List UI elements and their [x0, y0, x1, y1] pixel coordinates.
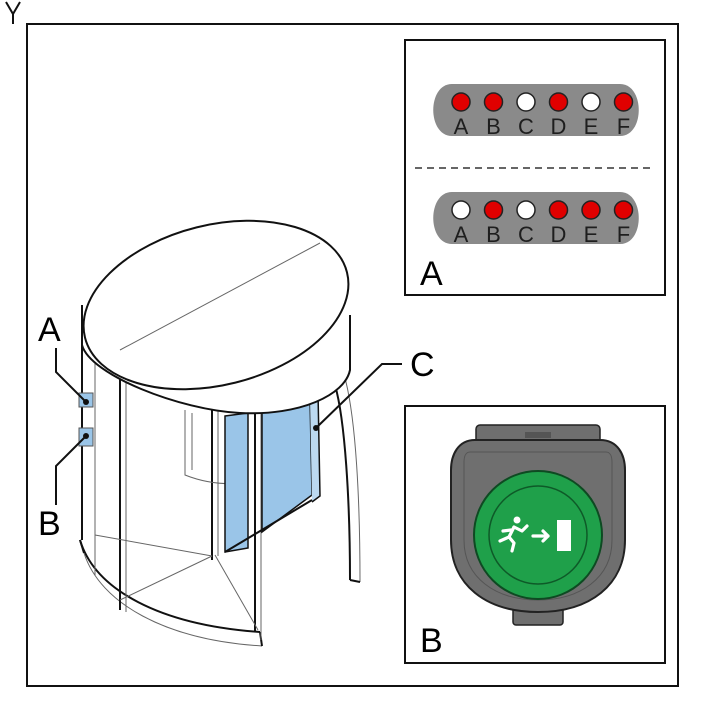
led-b-red: [483, 92, 504, 112]
glass-panel-right: [261, 396, 313, 534]
led-f-red: [613, 92, 634, 112]
panel-b-label: B: [420, 622, 443, 660]
callout-label-c: C: [410, 346, 435, 384]
led-a-white: [451, 200, 471, 220]
led-letter: B: [486, 114, 501, 139]
leader-line-b: [55, 435, 87, 505]
led-b-red: [483, 200, 504, 220]
led-letter: E: [584, 222, 599, 247]
leader-line-a: [55, 348, 87, 403]
emergency-exit-running-person-arrow-door-icon: [498, 516, 571, 553]
led-e-white: [581, 92, 601, 112]
bottom-wall-curve-2: [83, 552, 263, 647]
led-a-red: [451, 92, 471, 112]
led-c-white: [516, 92, 536, 112]
led-letter: A: [454, 222, 469, 247]
led-letter: C: [518, 114, 534, 139]
leader-line-c: [315, 363, 402, 429]
led-letter: D: [551, 114, 567, 139]
callout-label-a: A: [38, 311, 61, 349]
led-c-white: [516, 200, 536, 220]
panel-a-label: A: [420, 255, 443, 293]
led-letter: D: [551, 222, 567, 247]
bottom-wall-curve: [79, 539, 261, 633]
panel-b: B: [404, 405, 666, 664]
led-letter: F: [617, 222, 630, 247]
led-d-red: [548, 92, 569, 112]
led-letter: C: [518, 222, 534, 247]
cropped-label-fragment: [5, 1, 21, 24]
led-letter: A: [454, 114, 469, 139]
led-e-red: [581, 200, 601, 220]
led-letter: E: [584, 114, 599, 139]
right-wall: [334, 384, 351, 581]
revolving-door: [55, 219, 402, 647]
canopy-seam: [119, 242, 321, 351]
led-letter: B: [486, 222, 501, 247]
emergency-exit-button: [473, 470, 603, 600]
glass-panel-left: [224, 412, 249, 553]
led-letter: F: [617, 114, 630, 139]
callout-label-b: B: [38, 505, 61, 543]
outer-frame: [26, 23, 679, 687]
led-d-red: [548, 200, 569, 220]
led-f-red: [613, 200, 634, 220]
